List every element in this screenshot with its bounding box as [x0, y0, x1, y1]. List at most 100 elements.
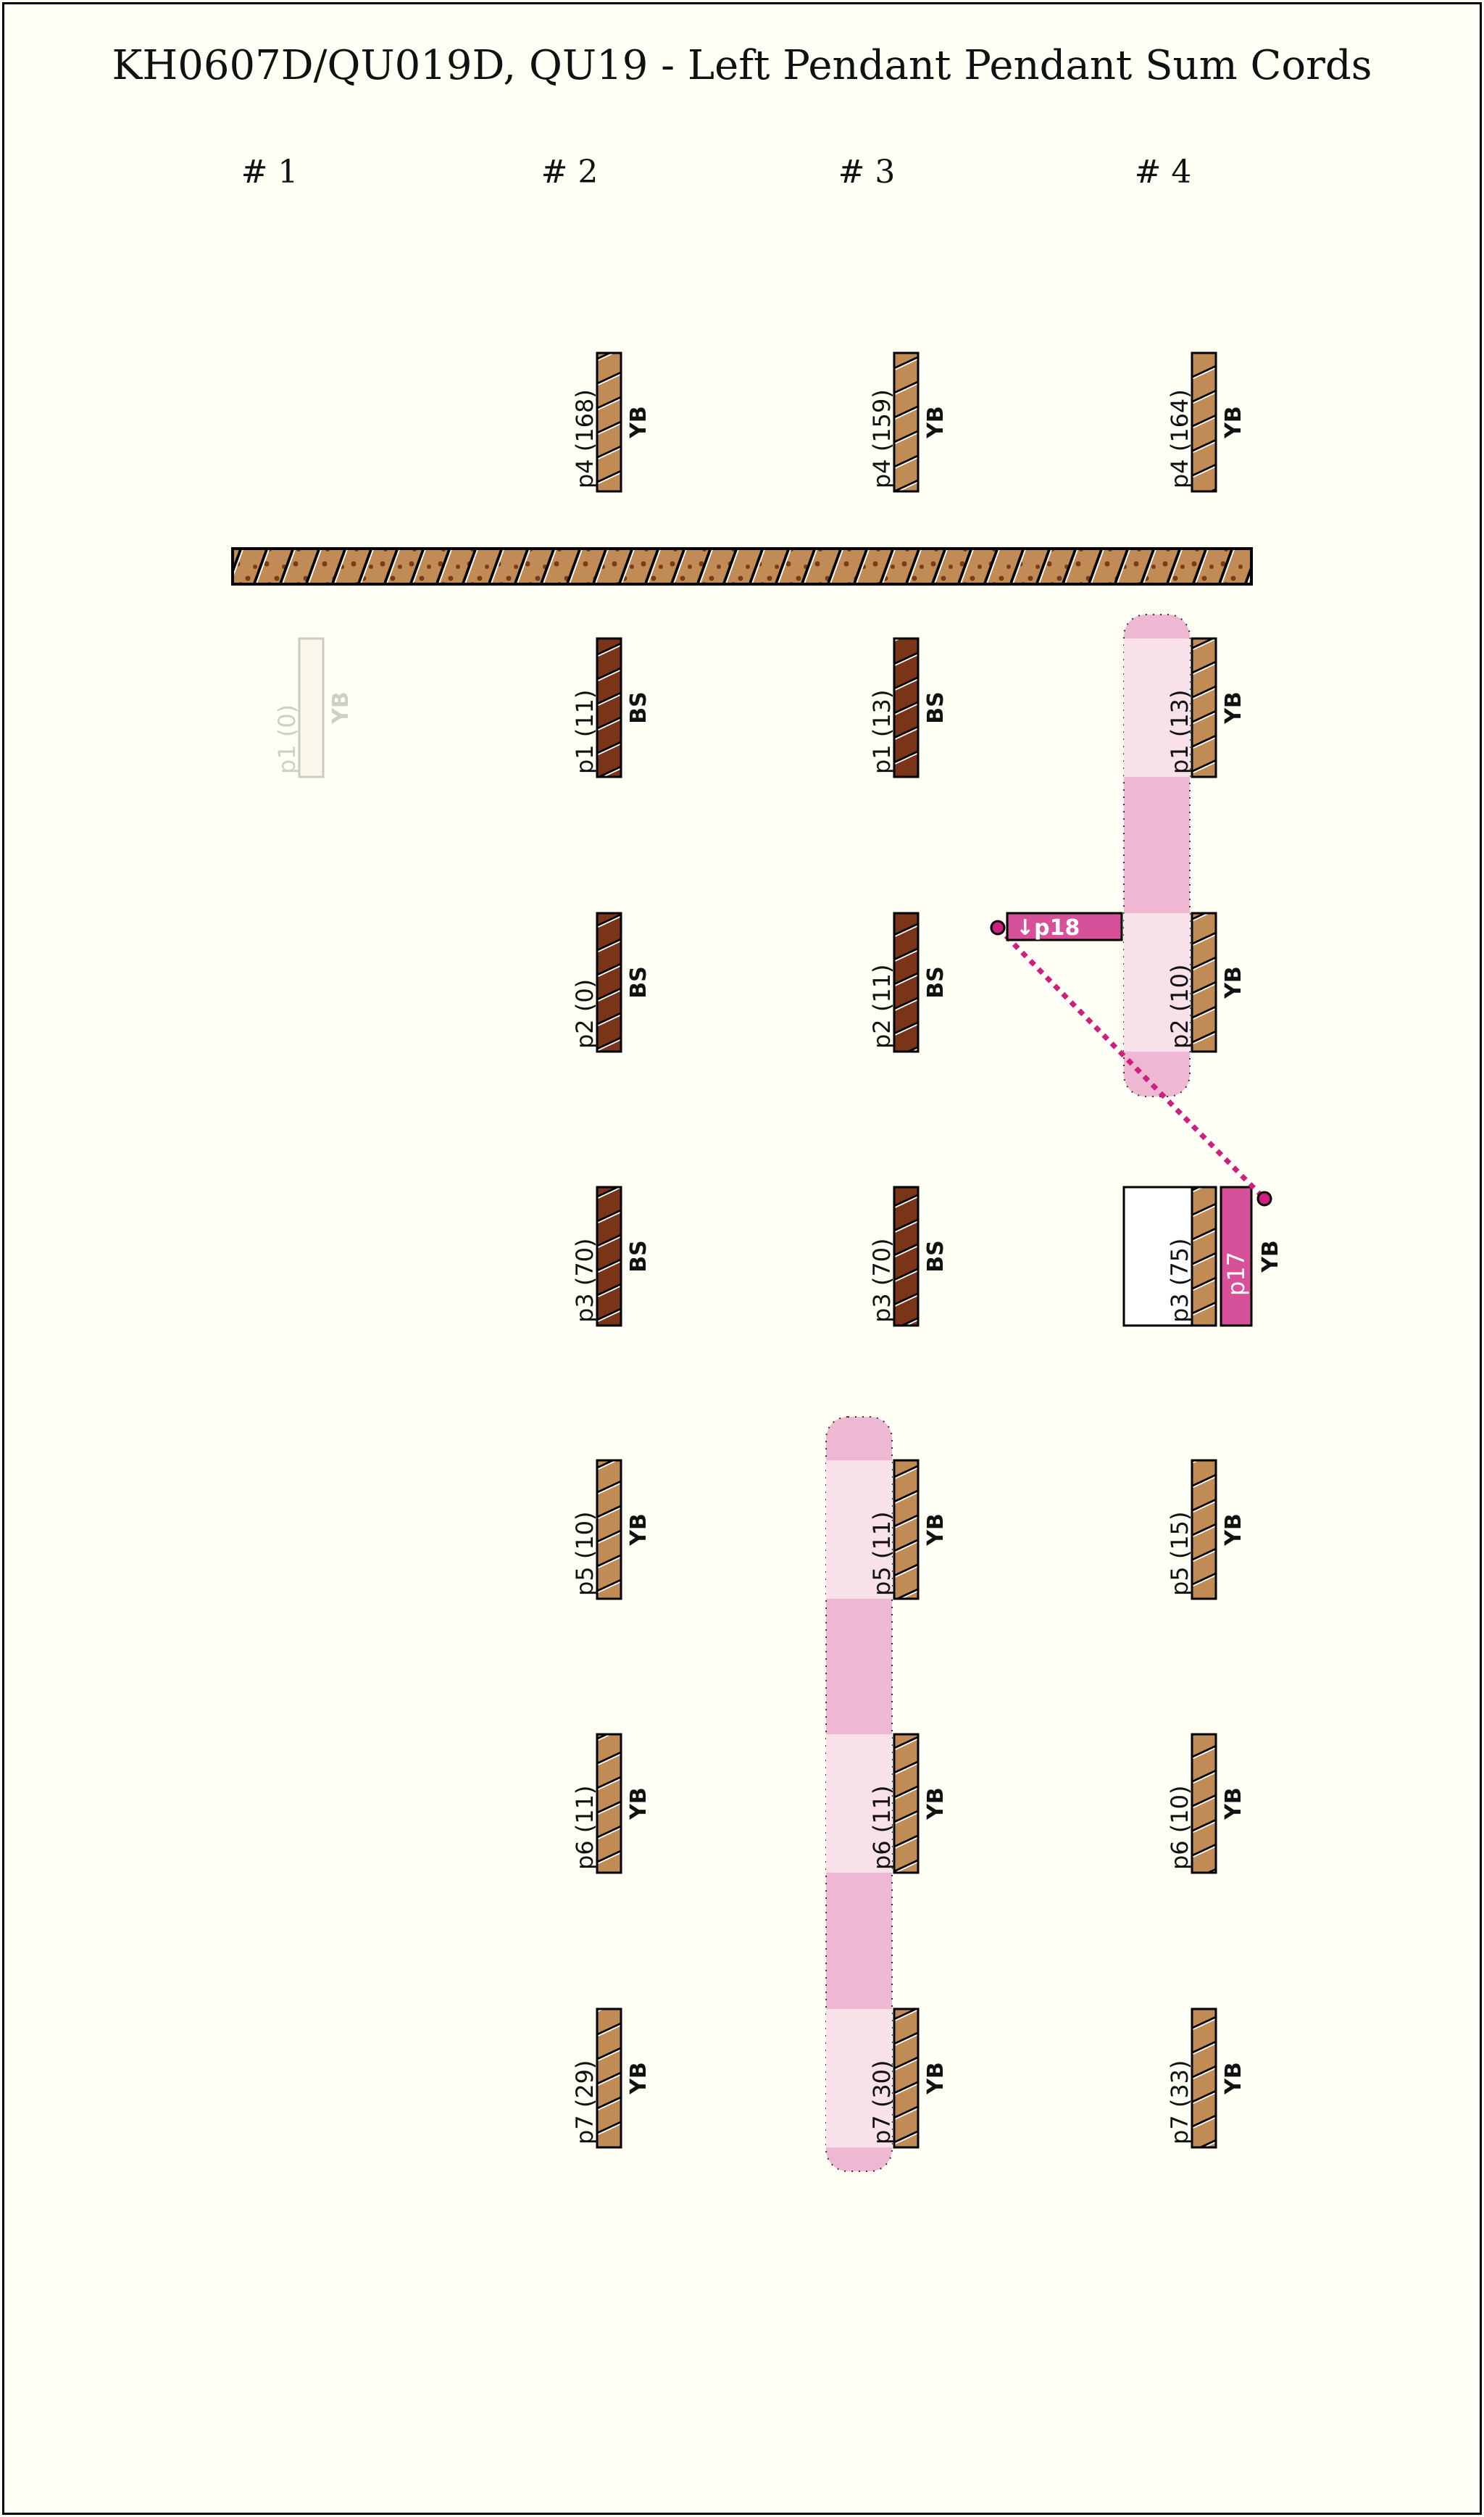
pendant-cord-col4-row6: p7 (33) YB: [1166, 2008, 1246, 2149]
p18-box: [1006, 912, 1123, 941]
sum-group-member-band: [1124, 638, 1190, 777]
pendant-cord-col2-row2: p2 (0)BS: [571, 912, 651, 1053]
cord-label: p4 (168): [571, 389, 599, 488]
pendant-cord-col2-row1: p1 (11) BS: [571, 637, 651, 778]
column-header-3: # 3: [838, 154, 896, 191]
cord-label: p1 (0): [273, 704, 301, 774]
cord-twist-pattern: [895, 1188, 917, 1325]
cord-label: p5 (10): [571, 1511, 599, 1596]
cord-label: p4 (159): [868, 389, 896, 488]
cord-color-label: BS: [626, 966, 651, 998]
pendant-cord-col4-row3: p3 (75) YB: [1166, 1186, 1283, 1327]
cord-twist-pattern: [598, 1188, 620, 1325]
top-cord-col3: p4 (159) YB: [868, 351, 949, 493]
cord-twist-pattern: [895, 1735, 917, 1872]
cord-label: p3 (70): [868, 1238, 896, 1323]
cord-twist-pattern: [598, 1461, 620, 1598]
pendant-cord-col2-row6: p7 (29) YB: [571, 2008, 651, 2149]
cord-twist-pattern: [1193, 2010, 1215, 2147]
sum-group-member-band: [826, 2009, 892, 2147]
cord-label: p1 (13): [1166, 689, 1193, 774]
sum-group-member-band: [1124, 913, 1190, 1052]
cord-color-label: BS: [923, 1240, 949, 1272]
cord-color-label: BS: [923, 966, 949, 998]
pendant-cord-col4-row2: p2 (10) YB: [1166, 912, 1246, 1053]
cord-color-label: YB: [1221, 406, 1246, 439]
cord-twist-pattern: [598, 2010, 620, 2147]
pendant-cord-col2-row5: p6 (11) YB: [571, 1733, 651, 1874]
cord-label: p2 (11): [868, 964, 896, 1049]
cord-label: p6 (11): [868, 1785, 896, 1870]
top-cord-col4: p4 (164) YB: [1166, 351, 1246, 493]
link-start-dot: [990, 920, 1006, 936]
cord-twist-pattern: [895, 639, 917, 776]
cord-color-label: BS: [626, 691, 651, 723]
column-header-2: # 2: [541, 154, 599, 191]
cord-color-label: YB: [1258, 1240, 1283, 1273]
cord-body: [298, 637, 325, 778]
cord-color-label: YB: [626, 1513, 651, 1547]
link-end-dot: [1256, 1191, 1272, 1207]
p17-label: p17: [1222, 1252, 1250, 1296]
cord-twist-pattern: [1193, 1461, 1215, 1598]
cord-twist-pattern: [1193, 914, 1215, 1051]
sum-link-line: [996, 925, 1267, 1201]
cord-color-label: YB: [923, 1787, 949, 1821]
cord-twist-pattern: [895, 354, 917, 491]
cord-label: p7 (33): [1166, 2060, 1193, 2144]
cord-color-label: YB: [626, 2062, 651, 2095]
diagram-title: KH0607D/QU019D, QU19 - Left Pendant Pend…: [112, 42, 1372, 89]
cord-color-label: BS: [626, 1240, 651, 1272]
cord-label: p1 (11): [571, 689, 599, 774]
cord-label: p4 (164): [1166, 389, 1193, 488]
sum-group-member-band: [826, 1460, 892, 1599]
pendant-cord-col2-row3: p3 (70) BS: [571, 1186, 651, 1327]
cord-label: p2 (10): [1166, 964, 1193, 1049]
cord-twist-pattern: [598, 639, 620, 776]
sum-group-2: [825, 1416, 893, 2172]
pendant-cord-col4-row4: p5 (15)YB: [1166, 1459, 1246, 1600]
cord-color-label: YB: [1221, 1787, 1246, 1821]
cord-color-label: YB: [923, 2062, 949, 2095]
primary-cord-twist: [234, 550, 1250, 583]
cord-color-label: YB: [923, 406, 949, 439]
cord-label: p6 (11): [571, 1785, 599, 1870]
column-header-4: # 4: [1134, 154, 1192, 191]
cord-twist-pattern: [895, 914, 917, 1051]
cord-label: p7 (30): [868, 2060, 896, 2144]
pendant-cord-col1-row1: p1 (0) YB: [273, 637, 354, 778]
cord-label: p3 (70): [571, 1238, 599, 1323]
p17-box: [1220, 1186, 1253, 1327]
cord-twist-pattern: [598, 1735, 620, 1872]
cord-label: p5 (11): [868, 1511, 896, 1596]
cord-color-label: YB: [1221, 966, 1246, 999]
cord-label: p1 (13): [868, 689, 896, 774]
cord-twist-pattern: [1193, 639, 1215, 776]
cord-label: p5 (15): [1166, 1511, 1193, 1596]
cord-color-label: BS: [923, 691, 949, 723]
cord-twist-pattern: [1193, 354, 1215, 491]
cord-color-label: YB: [1221, 2062, 1246, 2095]
pendant-cord-col4-row5: p6 (10) YB: [1166, 1733, 1246, 1874]
pendant-cord-col4-row1: p1 (13) YB: [1166, 637, 1246, 778]
pendant-cord-col3-row2: p2 (11) BS: [868, 912, 949, 1053]
cord-twist-pattern: [598, 914, 620, 1051]
p18-label: ↓p18: [1016, 915, 1080, 941]
cord-label: p7 (29): [571, 2060, 599, 2144]
cord-color-label: YB: [923, 1513, 949, 1547]
pendant-cord-col3-row4: p5 (11) YB: [868, 1459, 949, 1600]
cord-twist-pattern: [1193, 1188, 1215, 1325]
primary-cord: [231, 547, 1253, 586]
sum-group-member-band: [826, 1734, 892, 1873]
cord-color-label: YB: [1221, 691, 1246, 725]
cord-color-label: YB: [626, 1787, 651, 1821]
cord-label: p6 (10): [1166, 1785, 1193, 1870]
cord-color-label: YB: [626, 406, 651, 439]
cord-twist-pattern: [598, 354, 620, 491]
cord-color-label: YB: [328, 691, 354, 725]
pendant-cord-col3-row6: p7 (30) YB: [868, 2008, 949, 2149]
top-cord-col2: p4 (168) YB: [571, 351, 651, 493]
cord-twist-pattern: [895, 1461, 917, 1598]
cord-label: p3 (75): [1166, 1238, 1193, 1323]
column-header-1: # 1: [241, 154, 299, 191]
